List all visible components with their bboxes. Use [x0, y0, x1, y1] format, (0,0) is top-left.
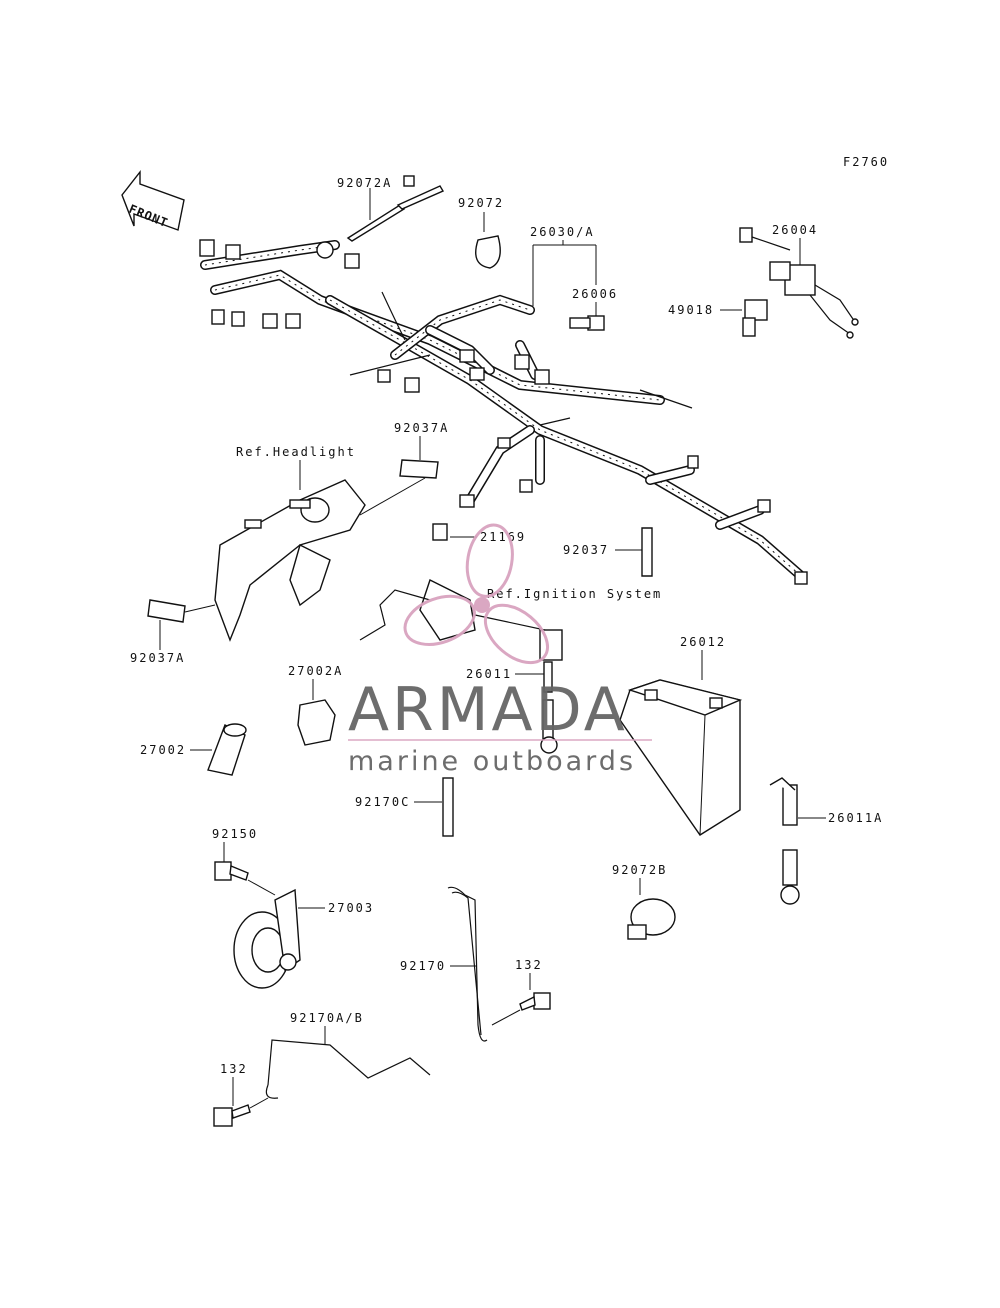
cable-26011A: 26011A: [769, 777, 883, 905]
label-27002A: 27002A: [288, 664, 343, 678]
battery-26012: 26012: [619, 635, 743, 836]
fuse-27002: 27002: [140, 723, 247, 776]
label-49018: 49018: [668, 303, 714, 317]
harness-26030A-lead: 26030/A: [530, 225, 597, 306]
watermark-brand: ARMADA: [348, 675, 628, 745]
label-26012: 26012: [680, 635, 726, 649]
main-wiring-harness: [199, 239, 808, 585]
label-26030A: 26030/A: [530, 225, 595, 239]
bracket-92170AB: 92170A/B: [265, 1011, 431, 1099]
watermark: ARMADA marine outboards: [348, 523, 652, 777]
bracket-92170: 92170: [400, 886, 488, 1042]
tag-92037: 92037: [563, 527, 653, 577]
watermark-tagline: marine outboards: [348, 746, 636, 777]
clamp-92072: 92072: [458, 196, 504, 269]
headlight-bracket: Ref.Headlight: [214, 445, 366, 642]
ignition-coil: Ref.Ignition System: [359, 579, 662, 661]
label-92150: 92150: [212, 827, 258, 841]
label-26006: 26006: [572, 287, 618, 301]
label-27003: 27003: [328, 901, 374, 915]
fuse-27002A: 27002A: [288, 664, 343, 746]
label-26011A: 26011A: [828, 811, 883, 825]
bracket-92170C: 92170C: [355, 777, 454, 837]
relay-49018: 49018: [668, 299, 768, 337]
label-132-b: 132: [220, 1062, 248, 1076]
label-27002: 27002: [140, 743, 186, 757]
clamp-92072B: 92072B: [612, 863, 676, 940]
label-92170C: 92170C: [355, 795, 410, 809]
propeller-logo-icon: [403, 523, 549, 665]
bolt-92150: 92150: [212, 827, 276, 896]
part-26006: 26006: [572, 287, 618, 316]
ref-ignition-label: Ref.Ignition System: [487, 587, 662, 601]
label-92072A: 92072A: [337, 176, 392, 190]
label-92037A-top: 92037A: [394, 421, 449, 435]
label-21169: 21169: [480, 530, 526, 544]
tag-92037A-left: 92037A: [130, 599, 216, 665]
label-26011: 26011: [466, 667, 512, 681]
label-132-a: 132: [515, 958, 543, 972]
label-92037A-left: 92037A: [130, 651, 185, 665]
ref-headlight-label: Ref.Headlight: [236, 445, 356, 459]
label-92037: 92037: [563, 543, 609, 557]
horn-27003: 27003: [233, 888, 374, 989]
relay-harness-26004: 26004: [739, 223, 859, 339]
bolt-132-left: 132: [213, 1062, 269, 1127]
figure-code: F2760: [843, 155, 889, 169]
label-26004: 26004: [772, 223, 818, 237]
label-92170: 92170: [400, 959, 446, 973]
clip-21169: 21169: [432, 523, 526, 544]
front-arrow-icon: FRONT: [121, 169, 185, 231]
label-92170AB: 92170A/B: [290, 1011, 364, 1025]
bolt-132-right: 132: [491, 958, 551, 1026]
cable-26011: 26011: [466, 661, 558, 754]
tag-92037A-top: 92037A: [359, 421, 449, 516]
label-92072: 92072: [458, 196, 504, 210]
cable-tie-92072A: 92072A: [337, 175, 445, 242]
label-92072B: 92072B: [612, 863, 667, 877]
